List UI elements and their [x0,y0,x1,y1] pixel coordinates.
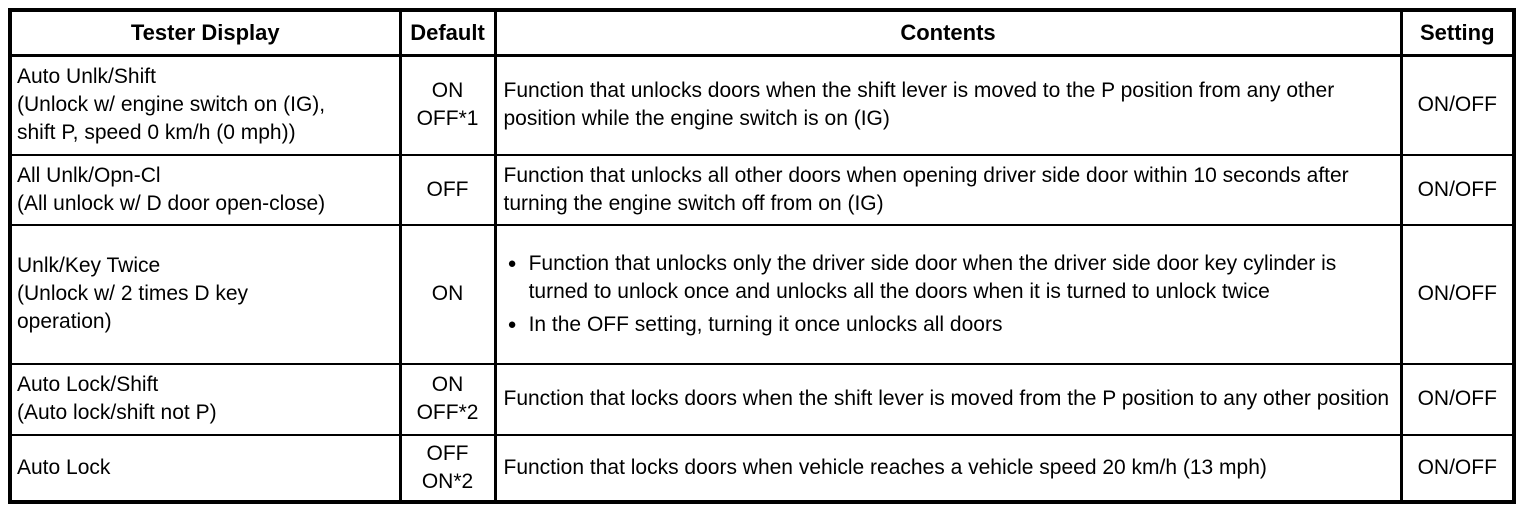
tester-display-cell: Unlk/Key Twice (Unlock w/ 2 times D key … [8,223,402,365]
table-row: Auto Lock/Shift (Auto lock/shift not P) … [8,362,1516,436]
column-header-tester-display: Tester Display [8,9,402,57]
contents-bullet-list: ● Function that unlocks only the driver … [504,250,1392,339]
setting-cell: ON/OFF [1399,362,1516,436]
column-header-default: Default [398,9,497,57]
setting-cell: ON/OFF [1399,223,1516,365]
table-row: Auto Lock OFF ON*2 Function that locks d… [8,433,1516,503]
bullet-item-text: Function that unlocks only the driver si… [528,251,1337,303]
setting-cell: ON/OFF [1399,433,1516,503]
tester-display-cell: Auto Unlk/Shift (Unlock w/ engine switch… [8,54,402,156]
contents-cell: Function that locks doors when the shift… [493,362,1403,436]
contents-cell: Function that locks doors when vehicle r… [493,433,1403,503]
bullet-icon: ● [507,315,517,333]
setting-cell: ON/OFF [1399,153,1516,226]
header-row: Tester Display Default Contents Setting [8,9,1516,57]
default-cell: ON OFF*1 [398,54,497,156]
column-header-setting: Setting [1399,9,1516,57]
contents-cell: Function that unlocks doors when the shi… [493,54,1403,156]
list-item: ● Function that unlocks only the driver … [508,250,1392,306]
table-row: Auto Unlk/Shift (Unlock w/ engine switch… [8,54,1516,156]
default-cell: ON OFF*2 [398,362,497,436]
tester-display-cell: All Unlk/Opn-Cl (All unlock w/ D door op… [8,153,402,226]
tester-display-cell: Auto Lock [8,433,402,503]
default-cell: OFF [398,153,497,226]
list-item: ● In the OFF setting, turning it once un… [508,311,1392,339]
contents-cell: Function that unlocks all other doors wh… [493,153,1403,226]
default-cell: ON [398,223,497,365]
contents-cell: ● Function that unlocks only the driver … [493,223,1403,365]
default-cell: OFF ON*2 [398,433,497,503]
bullet-item-text: In the OFF setting, turning it once unlo… [528,312,1003,336]
table-row: All Unlk/Opn-Cl (All unlock w/ D door op… [8,153,1516,226]
customization-settings-table: Tester Display Default Contents Setting … [8,8,1516,504]
bullet-icon: ● [507,254,517,272]
table-row: Unlk/Key Twice (Unlock w/ 2 times D key … [8,223,1516,365]
column-header-contents: Contents [493,9,1403,57]
tester-display-cell: Auto Lock/Shift (Auto lock/shift not P) [8,362,402,436]
setting-cell: ON/OFF [1399,54,1516,156]
